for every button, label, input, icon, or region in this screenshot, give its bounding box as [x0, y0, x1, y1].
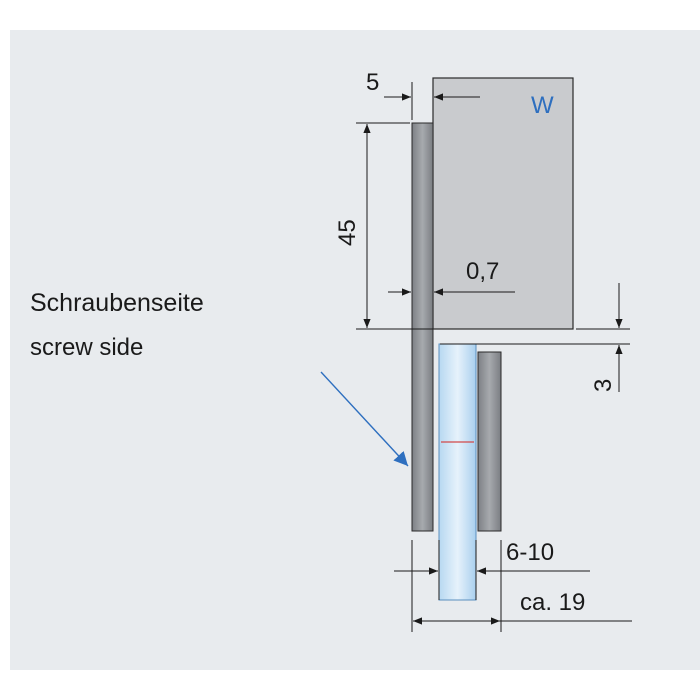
drawing-background: [10, 30, 700, 670]
hinge-plate-long: [411, 122, 434, 532]
dim-07-label: 0,7: [466, 258, 499, 285]
dim-3-label: 3: [590, 379, 617, 392]
dim-45-label: 45: [334, 219, 361, 246]
dim-19-label: ca. 19: [520, 589, 585, 616]
dim-610-label: 6-10: [506, 539, 554, 566]
panel-w-label: W: [531, 92, 554, 119]
glass-panel: [438, 343, 477, 601]
panel-w: [432, 77, 574, 330]
screw-side-label-en: screw side: [30, 334, 143, 361]
dim-5-label: 5: [366, 69, 379, 96]
screw-side-pointer-arrow: [320, 371, 409, 467]
screw-side-label-de: Schraubenseite: [30, 289, 204, 317]
hinge-plate-short: [477, 351, 502, 532]
